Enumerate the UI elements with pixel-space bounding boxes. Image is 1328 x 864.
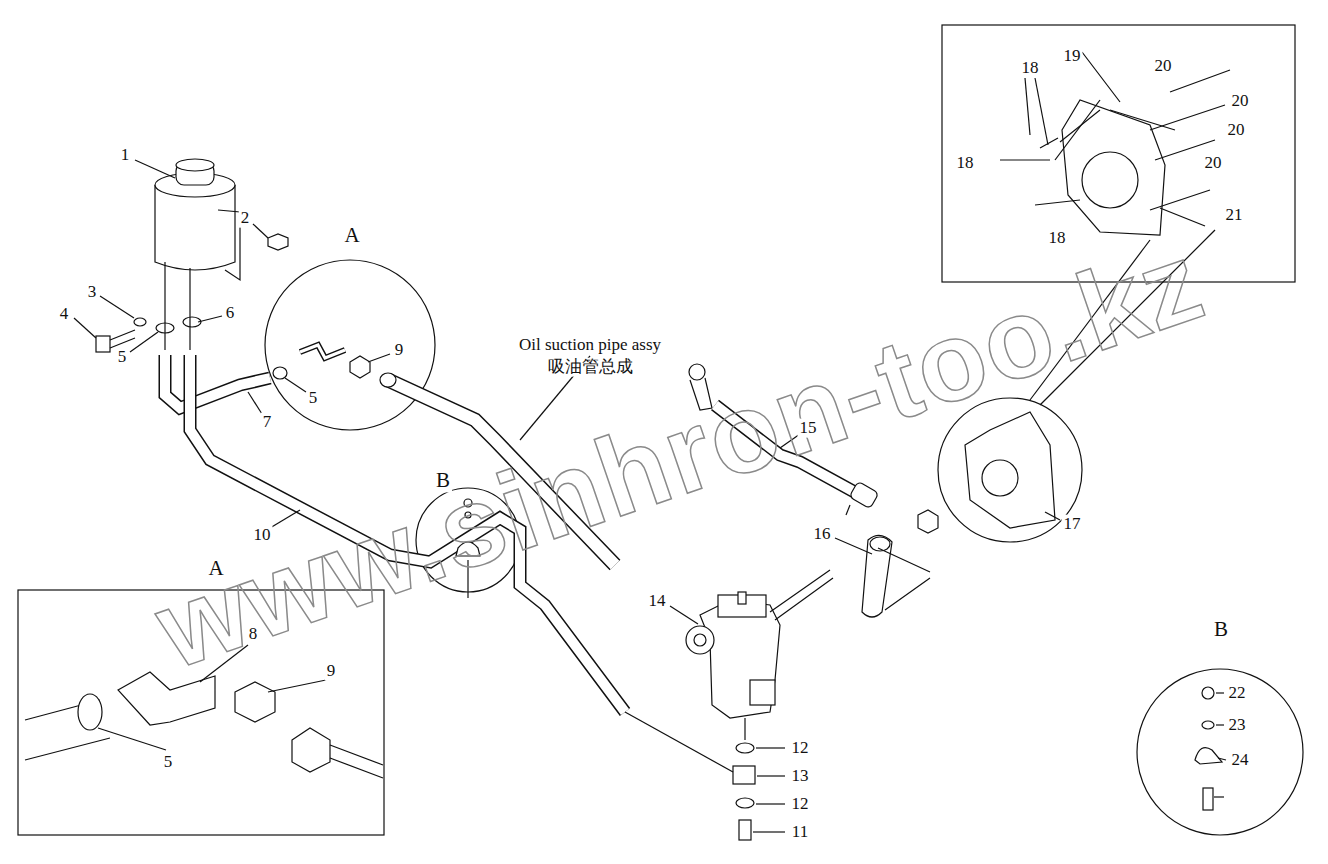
callout-number: 24 <box>1230 751 1251 770</box>
callout-number: 17 <box>1062 515 1083 534</box>
callout-number: 4 <box>58 305 71 324</box>
steering-gear <box>686 570 833 740</box>
callout-number: 20 <box>1230 92 1251 111</box>
callout-number: 13 <box>790 767 811 786</box>
callout-number: 2 <box>239 209 252 228</box>
callout-number: Oil suction pipe assy <box>517 336 663 355</box>
detail-circle <box>265 260 435 430</box>
callout-number: 5 <box>307 389 320 408</box>
callout-number: 21 <box>1224 206 1245 225</box>
callout-number: 吸油管总成 <box>546 358 635 377</box>
detail-letter: A <box>342 224 361 247</box>
callout-number: 12 <box>790 739 811 758</box>
callout-number: 12 <box>790 795 811 814</box>
watermark: www.sinhron-too.kz <box>141 216 1219 695</box>
callout-number: 5 <box>116 348 129 367</box>
callout-number: 15 <box>798 419 819 438</box>
callout-number: 10 <box>252 526 273 545</box>
callout-number: 7 <box>261 413 274 432</box>
leader-lines <box>74 78 1226 832</box>
callout-number: 23 <box>1227 716 1248 735</box>
callout-number: 14 <box>647 592 668 611</box>
oil-reservoir <box>155 159 240 350</box>
callout-number: 18 <box>1020 59 1041 78</box>
detail-b-parts <box>1195 687 1222 810</box>
fasteners <box>96 234 288 352</box>
detail-circle <box>1137 669 1303 835</box>
gear-bracket <box>965 412 1055 528</box>
elbow-fitting <box>273 345 396 387</box>
callout-number: 5 <box>162 753 175 772</box>
detail-letter: A <box>206 557 225 580</box>
callout-number: 16 <box>812 525 833 544</box>
detail-a-parts <box>25 672 383 778</box>
gear-bracket-detail <box>1000 52 1230 235</box>
banjo-fitting <box>625 712 755 840</box>
callout-number: 18 <box>955 154 976 173</box>
callout-number: 20 <box>1153 57 1174 76</box>
callout-number: 9 <box>393 341 406 360</box>
callout-number: 3 <box>86 283 99 302</box>
callout-number: 11 <box>790 823 810 842</box>
detail-letter: B <box>1212 618 1230 641</box>
callout-number: 19 <box>1062 47 1083 66</box>
callout-number: 22 <box>1227 684 1248 703</box>
callout-number: 8 <box>247 625 260 644</box>
callout-number: 1 <box>119 146 132 165</box>
detail-letter: B <box>434 469 452 492</box>
callout-number: 18 <box>1047 229 1068 248</box>
callout-number: 20 <box>1226 121 1247 140</box>
callout-number: 9 <box>325 662 338 681</box>
callout-number: 6 <box>224 304 237 323</box>
callout-number: 20 <box>1203 154 1224 173</box>
pitman-arm <box>862 510 938 617</box>
